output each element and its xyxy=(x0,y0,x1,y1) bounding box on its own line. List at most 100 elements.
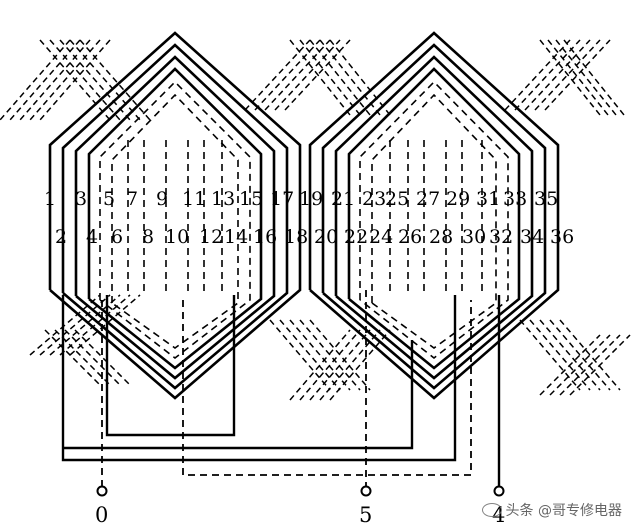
dashed-end-turn xyxy=(504,39,571,111)
coil-group-1 xyxy=(87,67,263,370)
slot-number: 29 xyxy=(446,188,470,210)
slot-number: 27 xyxy=(416,188,440,210)
terminals: 0 5 4 xyxy=(95,485,505,527)
slot-number: 34 xyxy=(520,226,544,248)
dashed-end-turn xyxy=(534,39,601,111)
lead-wire xyxy=(105,295,236,437)
dashed-coil xyxy=(111,93,239,349)
slot-number: 32 xyxy=(489,226,513,248)
slot-number: 5 xyxy=(103,188,115,210)
dashed-coil xyxy=(99,80,251,360)
dashed-end-turn xyxy=(299,319,361,391)
dashed-end-turn xyxy=(29,39,101,121)
dashed-end-turn xyxy=(289,319,351,391)
dashed-end-turn xyxy=(309,329,371,401)
dashed-end-turn xyxy=(319,329,381,401)
dashed-end-turn xyxy=(563,39,625,116)
dashed-end-turn xyxy=(309,319,371,391)
dashed-end-turn xyxy=(329,329,391,401)
slot-number: 23 xyxy=(362,188,386,210)
coil-group-2 xyxy=(334,55,534,380)
dashed-end-turn xyxy=(539,319,601,391)
slot-number: 9 xyxy=(156,188,168,210)
dashed-end-turn xyxy=(274,39,341,111)
coil-group-1 xyxy=(61,43,289,390)
lead-wires xyxy=(61,290,501,487)
slot-number: 31 xyxy=(476,188,500,210)
dashed-end-turn xyxy=(79,39,151,121)
dashed-end-turn xyxy=(69,39,141,121)
terminal-5 xyxy=(360,485,372,497)
slot-number: 3 xyxy=(75,188,87,210)
slot-number: 2 xyxy=(55,226,67,248)
dashed-end-turn xyxy=(549,319,611,391)
slot-number: 1 xyxy=(44,188,56,210)
dashed-end-turn xyxy=(74,329,131,386)
dashed-end-turn xyxy=(59,294,131,356)
slot-number: 21 xyxy=(331,188,355,210)
slot-numbers-bottom: 2 4 6 8 10 12 14 16 18 20 22 24 26 28 30… xyxy=(55,226,574,248)
slot-number: 28 xyxy=(429,226,453,248)
slot-number: 33 xyxy=(503,188,527,210)
dashed-end-turn xyxy=(64,329,121,386)
dashed-lead xyxy=(182,300,472,476)
dashed-end-turn xyxy=(539,334,601,396)
dashed-end-turn xyxy=(269,319,331,391)
dashed-end-turn xyxy=(39,294,111,356)
lead-wire xyxy=(61,295,457,462)
slot-number: 24 xyxy=(369,226,393,248)
slot-number: 8 xyxy=(142,226,154,248)
dashed-end-turn xyxy=(319,39,381,116)
dashed-end-turn xyxy=(69,294,141,356)
slot-number: 14 xyxy=(224,226,248,248)
dashed-end-turn xyxy=(555,39,617,116)
dashed-coil xyxy=(371,93,497,349)
dashed-end-turn xyxy=(49,39,121,121)
slot-number: 18 xyxy=(284,226,308,248)
slot-number: 30 xyxy=(462,226,486,248)
coil-group-2 xyxy=(347,67,521,370)
dashed-end-turn xyxy=(279,319,341,391)
terminal-label: 5 xyxy=(359,503,372,527)
dashed-end-turn xyxy=(309,39,371,116)
dashed-end-turn xyxy=(289,329,351,401)
coil-group-1 xyxy=(48,31,302,400)
watermark-text: 头条 @哥专修电器 xyxy=(505,503,622,519)
slot-number: 17 xyxy=(270,188,294,210)
dashed-end-turn xyxy=(539,39,601,116)
solid-coils xyxy=(48,31,560,400)
terminal-0 xyxy=(96,485,108,497)
dashed-end-turn xyxy=(264,39,331,111)
slot-number: 11 xyxy=(182,188,206,210)
slot-number: 19 xyxy=(299,188,323,210)
watermark: 头条 @哥专修电器 xyxy=(481,500,622,520)
slot-number: 25 xyxy=(385,188,409,210)
slot-number: 36 xyxy=(550,226,574,248)
dashed-end-turn xyxy=(39,39,111,121)
dashed-end-turn xyxy=(284,39,351,111)
dashed-end-turn xyxy=(59,39,131,121)
dashed-end-turn xyxy=(29,294,101,356)
lead-wire xyxy=(63,340,414,450)
dashed-end-turn xyxy=(299,329,361,401)
dashed-end-turn xyxy=(529,319,591,391)
slot-number: 13 xyxy=(211,188,235,210)
dashed-end-turn xyxy=(544,39,611,111)
coil-group-2 xyxy=(308,31,560,400)
slot-number: 7 xyxy=(126,188,138,210)
dashed-end-turn xyxy=(547,39,609,116)
dashed-end-turn xyxy=(244,39,311,111)
slot-number: 12 xyxy=(199,226,223,248)
dashed-end-turn xyxy=(44,329,101,386)
dashed-end-turn xyxy=(299,39,361,116)
slot-number: 22 xyxy=(344,226,368,248)
slot-number: 16 xyxy=(253,226,277,248)
coil-group-1 xyxy=(74,55,276,380)
slot-number: 10 xyxy=(165,226,189,248)
dashed-coils xyxy=(0,39,631,401)
dashed-coil xyxy=(359,80,509,360)
dashed-end-turn xyxy=(519,319,581,391)
slot-number: 26 xyxy=(398,226,422,248)
slot-number: 4 xyxy=(86,226,98,248)
